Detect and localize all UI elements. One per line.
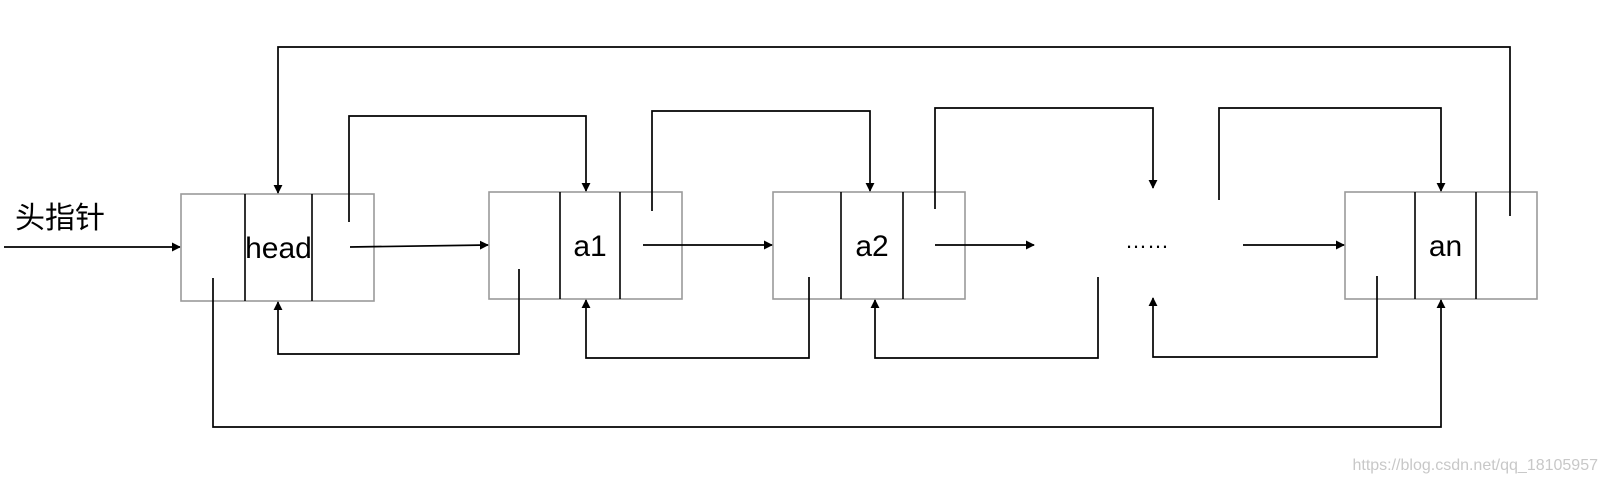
node-an: an: [1344, 191, 1538, 300]
prior-arrow-an-to-ellipsis: [1148, 276, 1378, 358]
node-a2-box: [772, 191, 966, 300]
node-head-label: head: [245, 232, 312, 265]
ellipsis-label: ……: [1125, 228, 1169, 253]
next-arrow-ellipsis-to-an: [1218, 107, 1446, 200]
arrow-head-to-a1: [349, 240, 489, 250]
node-head: head: [180, 193, 375, 302]
next-arrow-an-to-head: [273, 46, 1511, 216]
next-arrow-a1-to-a2: [651, 110, 875, 211]
watermark-text: https://blog.csdn.net/qq_18105957: [1352, 457, 1598, 474]
next-arrow-a2-to-ellipsis: [934, 107, 1158, 209]
prior-arrow-a1-to-head: [273, 269, 520, 355]
prior-arrow-head-to-an: [212, 278, 1446, 428]
node-an-label: an: [1429, 230, 1462, 263]
node-a2-label: a2: [855, 230, 888, 263]
node-a2: a2: [772, 191, 966, 300]
node-a1-label: a1: [573, 230, 606, 263]
prior-arrow-a2-to-a1: [581, 277, 810, 359]
prior-arrow-ellipsis-to-a2: [870, 277, 1099, 359]
head-pointer-label: 头指针: [15, 201, 105, 236]
next-arrow-head-to-a1: [348, 115, 591, 222]
